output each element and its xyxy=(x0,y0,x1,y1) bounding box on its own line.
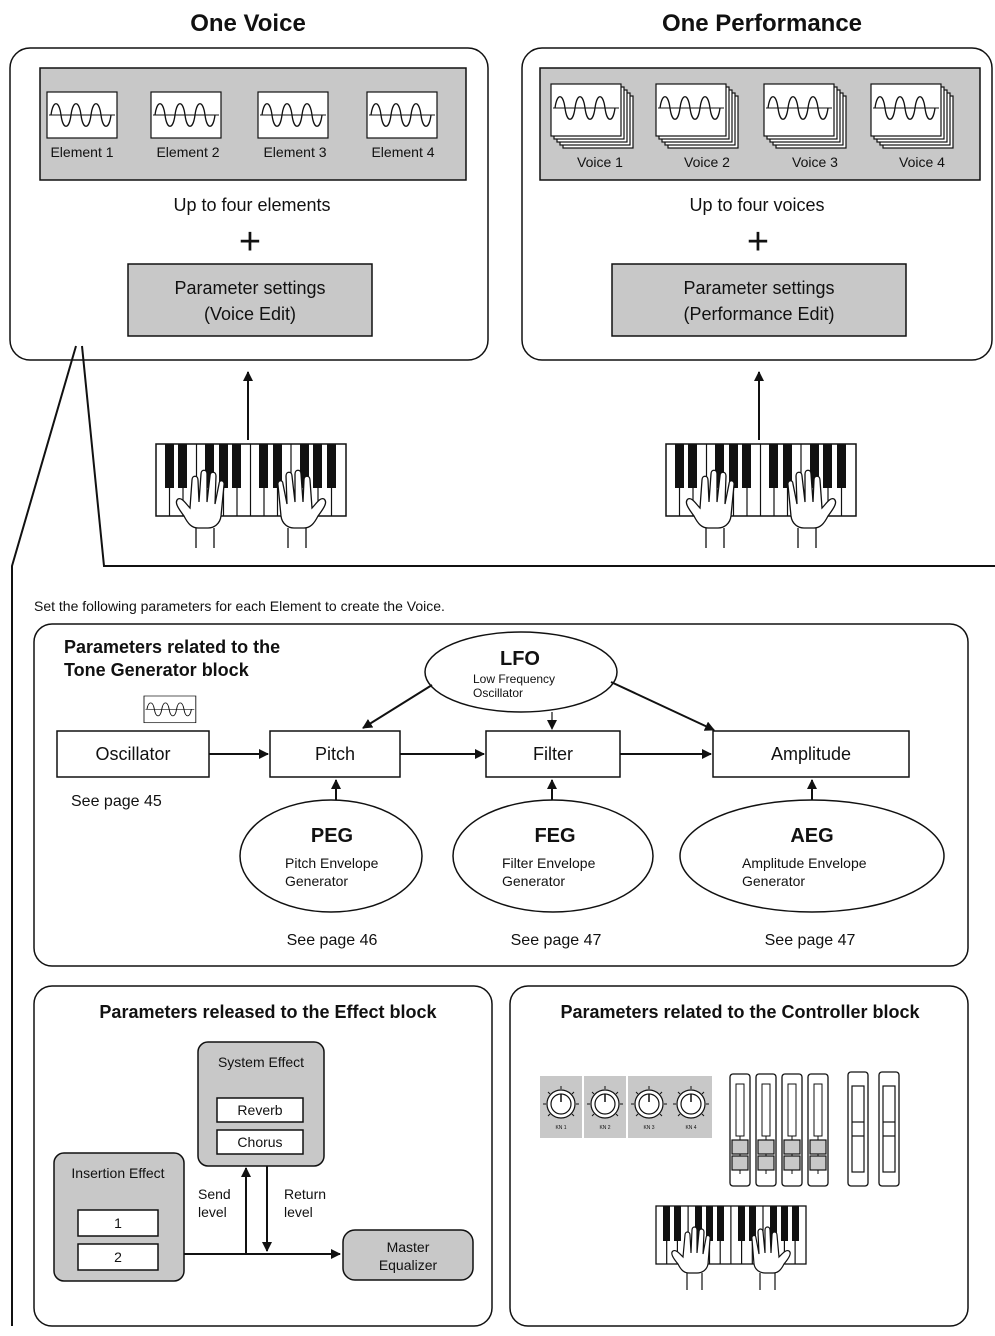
controller-title: Parameters related to the Controller blo… xyxy=(560,1002,920,1022)
reverb-box xyxy=(216,1097,304,1123)
insertion-2-label: 2 xyxy=(114,1249,122,1265)
filter-box xyxy=(485,730,621,778)
master-label-2: Equalizer xyxy=(379,1257,438,1273)
master-label-1: Master xyxy=(387,1239,430,1255)
chorus-label: Chorus xyxy=(237,1134,282,1150)
voice-1-stack-icon xyxy=(550,83,634,149)
peg-ellipse xyxy=(239,799,423,913)
performance-edit-box xyxy=(611,263,907,337)
return-label-2: level xyxy=(284,1204,313,1220)
return-label-1: Return xyxy=(284,1186,326,1202)
voice-2-stack-icon xyxy=(655,83,739,149)
slider-3-icon xyxy=(781,1073,803,1187)
callout-wedge-right xyxy=(81,345,995,567)
feg-sub1: Filter Envelope xyxy=(502,855,596,871)
amplitude-box xyxy=(712,730,910,778)
slider-2-icon xyxy=(755,1073,777,1187)
lfo-to-pitch-arrow xyxy=(362,684,433,729)
oscillator-box xyxy=(56,730,210,778)
peg-label: PEG xyxy=(311,825,353,847)
feg-ellipse xyxy=(452,799,654,913)
voice-edit-line2: (Voice Edit) xyxy=(204,304,296,324)
pitch-wheel-icon xyxy=(847,1071,869,1187)
feg-label: FEG xyxy=(534,825,575,847)
voice-keyboard-hands-icon xyxy=(155,443,347,549)
see-page-47-aeg: See page 47 xyxy=(765,932,856,949)
see-page-46: See page 46 xyxy=(287,932,378,949)
knob-2-label: KN 2 xyxy=(599,1125,610,1131)
tone-title-line2: Tone Generator block xyxy=(64,660,250,680)
modulation-wheel-icon xyxy=(878,1071,900,1187)
slider-4-icon xyxy=(807,1073,829,1187)
lfo-to-amp-arrow xyxy=(610,681,715,731)
peg-sub1: Pitch Envelope xyxy=(285,855,379,871)
element-3-label: Element 3 xyxy=(263,144,326,160)
lfo-sub1: Low Frequency xyxy=(473,672,555,686)
peg-sub2: Generator xyxy=(285,873,348,889)
voice-4-stack-icon xyxy=(870,83,954,149)
send-label-1: Send xyxy=(198,1186,231,1202)
lfo-ellipse xyxy=(424,631,618,713)
lfo-label: LFO xyxy=(500,648,540,670)
element-4-waveform-icon xyxy=(366,91,438,139)
performance-keyboard-hands-icon xyxy=(665,443,857,549)
element-2-label: Element 2 xyxy=(156,144,219,160)
insertion-1-label: 1 xyxy=(114,1215,122,1231)
voices-caption: Up to four voices xyxy=(689,195,824,215)
voice-edit-box xyxy=(127,263,373,337)
feg-sub2: Generator xyxy=(502,873,565,889)
insertion-2-box xyxy=(77,1243,159,1271)
aeg-ellipse xyxy=(679,799,945,913)
filter-label: Filter xyxy=(533,744,573,764)
aeg-label: AEG xyxy=(790,825,833,847)
chorus-box xyxy=(216,1129,304,1155)
voice-4-label: Voice 4 xyxy=(899,154,945,170)
see-page-47-feg: See page 47 xyxy=(511,932,602,949)
system-effect-label: System Effect xyxy=(218,1054,304,1070)
lfo-sub2: Oscillator xyxy=(473,686,523,700)
voice-3-label: Voice 3 xyxy=(792,154,838,170)
intro-text: Set the following parameters for each El… xyxy=(34,598,445,614)
element-1-label: Element 1 xyxy=(50,144,113,160)
voice-1-label: Voice 1 xyxy=(577,154,623,170)
element-2-waveform-icon xyxy=(150,91,222,139)
reverb-label: Reverb xyxy=(237,1102,282,1118)
voice-2-label: Voice 2 xyxy=(684,154,730,170)
slider-1-icon xyxy=(729,1073,751,1187)
see-page-45: See page 45 xyxy=(71,793,162,810)
element-4-label: Element 4 xyxy=(371,144,434,160)
performance-title: One Performance xyxy=(662,10,862,37)
aeg-sub1: Amplitude Envelope xyxy=(742,855,867,871)
voice-edit-line1: Parameter settings xyxy=(174,278,325,298)
oscillator-waveform-icon xyxy=(143,695,197,724)
plus-sign: + xyxy=(239,221,261,263)
pitch-label: Pitch xyxy=(315,744,355,764)
voice-title: One Voice xyxy=(190,10,306,37)
performance-edit-line1: Parameter settings xyxy=(683,278,834,298)
master-equalizer-box xyxy=(342,1229,474,1281)
voice-3-stack-icon xyxy=(763,83,847,149)
insertion-1-box xyxy=(77,1209,159,1237)
knob-3-label: KN 3 xyxy=(643,1125,654,1131)
element-1-waveform-icon xyxy=(46,91,118,139)
elements-caption: Up to four elements xyxy=(173,195,330,215)
amplitude-label: Amplitude xyxy=(771,744,851,764)
callout-wedge-left xyxy=(11,345,77,1326)
element-3-waveform-icon xyxy=(257,91,329,139)
performance-edit-line2: (Performance Edit) xyxy=(683,304,834,324)
send-label-2: level xyxy=(198,1204,227,1220)
tone-title-line1: Parameters related to the xyxy=(64,637,280,657)
plus-sign-2: + xyxy=(747,221,769,263)
oscillator-label: Oscillator xyxy=(95,744,170,764)
knob-1-label: KN 1 xyxy=(555,1125,566,1131)
effect-title: Parameters released to the Effect block xyxy=(99,1002,437,1022)
knob-4-label: KN 4 xyxy=(685,1125,696,1131)
aeg-sub2: Generator xyxy=(742,873,805,889)
insertion-effect-label: Insertion Effect xyxy=(71,1165,164,1181)
